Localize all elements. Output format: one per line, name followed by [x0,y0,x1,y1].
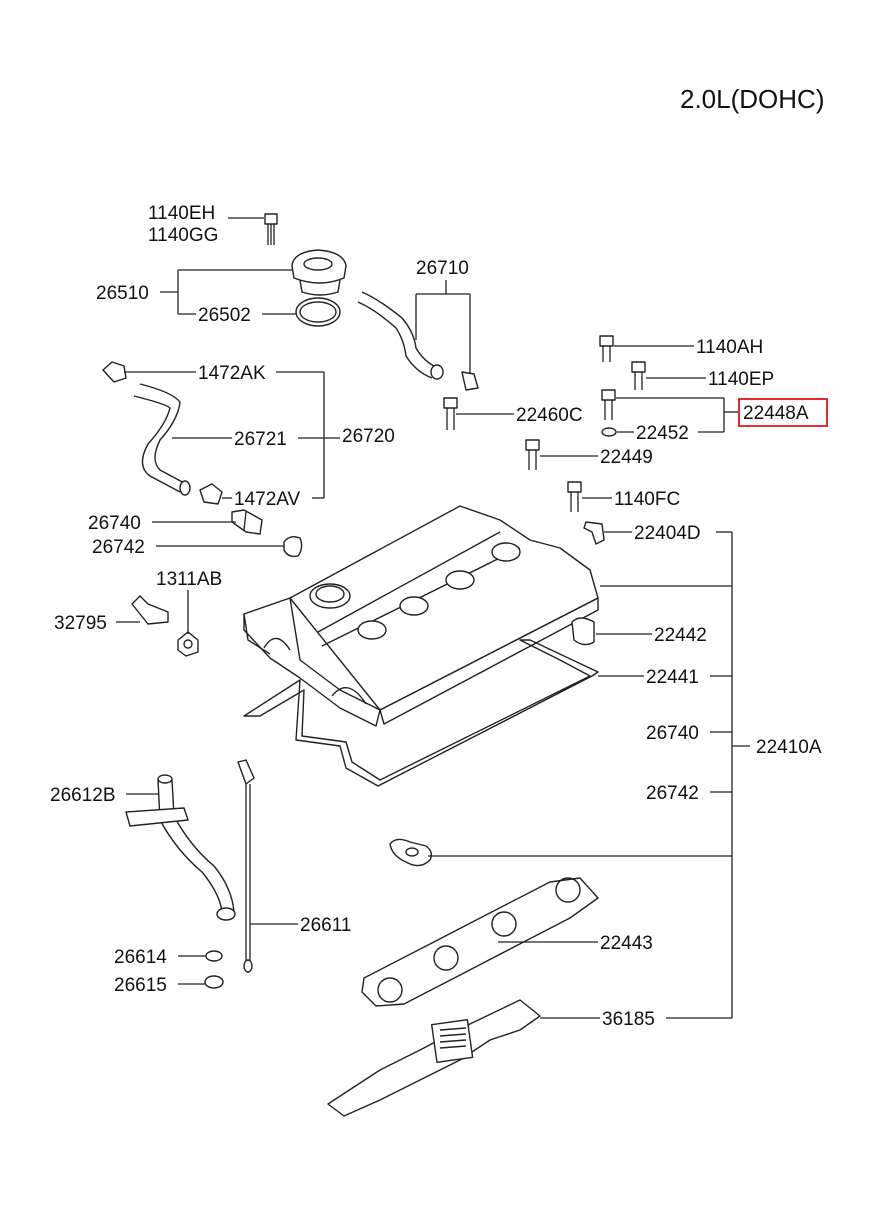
part-label-22404d[interactable]: 22404D [634,523,701,544]
part-label-22460c[interactable]: 22460C [516,405,583,426]
part-label-22452[interactable]: 22452 [636,423,689,444]
part-label-26614[interactable]: 26614 [114,947,167,968]
part-label-22449[interactable]: 22449 [600,447,653,468]
o-ring-26502-drawing [295,297,341,327]
pcv-hose-26720-drawing [102,361,223,505]
bolt-1140eh-drawing [264,213,278,245]
o-ring-26615-drawing [204,975,224,989]
gasket-22443-drawing [361,877,599,1007]
seal-22442-drawing [571,617,595,646]
part-label-1140fc[interactable]: 1140FC [614,489,680,510]
breather-hose-26710-drawing [357,291,479,391]
bracket-32795-drawing [131,595,169,625]
o-ring-26614-drawing [205,950,223,962]
part-label-22410a[interactable]: 22410A [756,737,822,758]
part-label-1140ep[interactable]: 1140EP [708,369,774,390]
part-label-36185[interactable]: 36185 [602,1009,655,1030]
part-label-22443[interactable]: 22443 [600,933,653,954]
bolt-1140fc-drawing [567,481,582,512]
pipe-22404d-drawing [583,521,605,545]
leader-lines [116,217,750,1019]
part-label-26611[interactable]: 26611 [300,915,351,936]
part-label-1472av[interactable]: 1472AV [234,489,301,510]
clamp-piece-drawing [389,838,433,867]
part-label-26510[interactable]: 26510 [96,283,149,304]
oil-filler-cap-drawing [291,249,347,296]
part-label-26710[interactable]: 26710 [416,258,469,279]
dipstick-26611-drawing [237,759,255,973]
part-label-22441[interactable]: 22441 [646,667,699,688]
gasket-22441-drawing [243,639,599,787]
bolt-22449-drawing [525,439,540,470]
part-label-1311ab[interactable]: 1311AB [156,569,222,590]
part-label-26740-top[interactable]: 26740 [88,513,141,534]
part-label-1140ah[interactable]: 1140AH [696,337,763,358]
bolt-22448a-drawing [601,389,617,437]
part-label-26502[interactable]: 26502 [198,305,251,326]
engine-title: 2.0L(DOHC) [680,84,824,114]
part-label-26720[interactable]: 26720 [342,426,395,447]
grommet-26742-drawing [283,535,303,558]
part-label-26742-top[interactable]: 26742 [92,537,145,558]
part-label-1140gg[interactable]: 1140GG [148,225,218,246]
part-label-26612b[interactable]: 26612B [50,785,116,806]
part-label-26721[interactable]: 26721 [234,429,287,450]
part-label-22442[interactable]: 22442 [654,625,707,646]
cylinder-head-cover-drawing [243,505,599,727]
part-label-1140eh[interactable]: 1140EH [148,203,215,224]
nut-1311ab-drawing [177,631,199,657]
part-label-26615[interactable]: 26615 [114,975,167,996]
part-label-26742-right[interactable]: 26742 [646,783,699,804]
pcv-valve-26740-drawing [231,509,263,535]
part-label-26740-right[interactable]: 26740 [646,723,699,744]
gauge-tube-26612b-drawing [125,774,236,921]
part-label-1472ak[interactable]: 1472AK [198,363,266,384]
bolt-1140ah-drawing [599,335,614,362]
heat-shield-36185-drawing [327,999,541,1117]
bolt-22460c-drawing [443,397,458,430]
part-label-32795[interactable]: 32795 [54,613,107,634]
part-label-22448a[interactable]: 22448A [743,403,809,424]
bolt-1140ep-drawing [631,361,646,390]
highlight-box-22448a [738,398,828,427]
